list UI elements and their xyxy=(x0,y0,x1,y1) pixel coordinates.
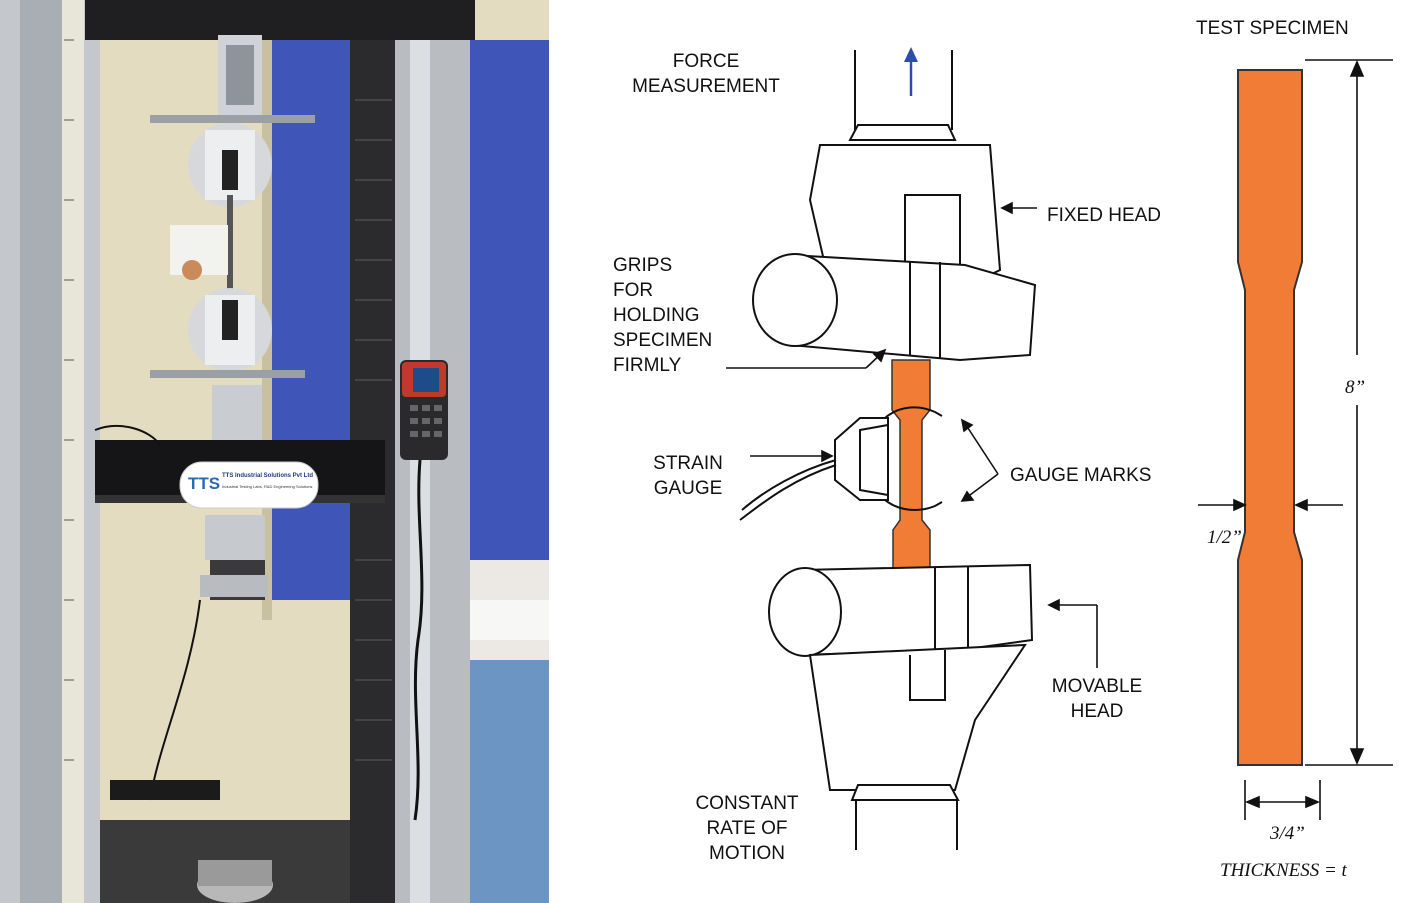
movable-head-label: MOVABLE HEAD xyxy=(1051,676,1143,722)
tensile-test-diagram: FORCE MEASUREMENT FIXED HEAD GRIPS FOR H… xyxy=(549,0,1412,903)
brand-name: TTS Industrial Solutions Pvt Ltd xyxy=(222,473,313,479)
specimen-thickness-label: THICKNESS = t xyxy=(1220,860,1347,881)
specimen-neck-width-label: 1/2” xyxy=(1207,527,1242,548)
fixed-head-label: FIXED HEAD xyxy=(1047,205,1162,226)
brand-tagline: Industrial Testing Labs, R&D Engineering… xyxy=(222,484,313,489)
strain-gauge-label: STRAIN GAUGE xyxy=(653,453,723,499)
force-measurement-label: FORCE MEASUREMENT xyxy=(632,51,780,97)
gauge-marks-label: GAUGE MARKS xyxy=(1010,465,1152,486)
constant-rate-label: CONSTANT RATE OF MOTION xyxy=(695,793,799,864)
tensile-machine-illustration xyxy=(0,0,549,903)
tensile-machine-photo: TTS TTS Industrial Solutions Pvt Ltd Ind… xyxy=(0,0,549,903)
brand-logo-letters: TTS xyxy=(188,474,221,493)
specimen-title: TEST SPECIMEN xyxy=(1196,18,1349,39)
specimen-end-width-label: 3/4” xyxy=(1270,823,1305,844)
brand-badge: TTS TTS Industrial Solutions Pvt Ltd Ind… xyxy=(184,470,316,500)
tensile-machine-schematic xyxy=(726,47,1393,850)
specimen-length-label: 8” xyxy=(1345,377,1366,398)
grips-label: GRIPS FOR HOLDING SPECIMEN FIRMLY xyxy=(613,255,713,376)
